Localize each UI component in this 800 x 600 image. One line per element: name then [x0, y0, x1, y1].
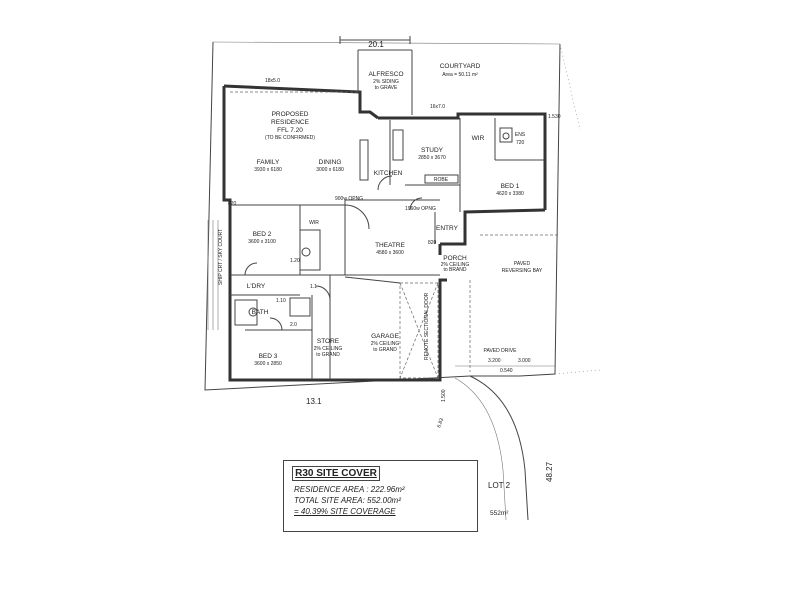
reversing-bay-line-2: REVERSING BAY	[502, 268, 543, 274]
top-dimension-label: 20.1	[368, 40, 384, 49]
family-label: FAMILY	[257, 159, 280, 166]
alfresco-note-1: 2% SIDING	[373, 79, 399, 85]
garage-note-1: 2% CEILING	[371, 341, 400, 347]
dim-d10: 1960w OPNG	[405, 206, 436, 212]
courtyard-label: COURTYARD	[440, 63, 481, 70]
study-size: 2850 x 3670	[418, 155, 446, 161]
store-label: STORE	[317, 338, 340, 345]
dining-label: DINING	[319, 159, 342, 166]
garage-door	[344, 276, 439, 379]
alfresco-area	[230, 36, 413, 115]
dim-d8: 1.500	[441, 389, 447, 402]
paved-drive-label: PAVED DRIVE	[484, 348, 518, 354]
garage-label: GARAGE	[371, 333, 399, 340]
garage-door-note: REMOTE SECTIONAL DOOR	[424, 292, 430, 360]
residence-line-1: PROPOSED	[272, 111, 309, 118]
reversing-bay-line-1: PAVED	[514, 261, 531, 267]
entry-label: ENTRY	[436, 225, 459, 232]
wir2-label: WIR	[309, 220, 319, 226]
study-label: STUDY	[421, 147, 444, 154]
total-site-area-text: TOTAL SITE AREA: 552.00m²	[294, 496, 401, 505]
bed3-size: 3600 x 2850	[254, 361, 282, 367]
dim-d2: 16x7.0	[430, 104, 445, 110]
dim-d15: 820	[428, 240, 437, 246]
bed2-label: BED 2	[253, 231, 272, 238]
theatre-size: 4580 x 3600	[376, 250, 404, 256]
dining-size: 3000 x 6180	[316, 167, 344, 173]
lot-area: 552m²	[490, 510, 509, 517]
alfresco-note-2: to GRAVE	[375, 85, 398, 91]
dim-d5: 3.000	[518, 358, 531, 364]
dim-d7: 6.83	[436, 417, 445, 428]
dim-d13: 2.0	[290, 322, 297, 328]
right-dimension-label: 48.27	[545, 461, 554, 482]
dim-d9: 900w OPNG	[335, 196, 363, 202]
dim-d3: 1.530	[548, 114, 561, 120]
robe-label: ROBE	[434, 177, 449, 183]
lot-boundary	[204, 41, 601, 521]
bath-label: BATH	[252, 309, 269, 316]
kitchen-label: KITCHEN	[374, 170, 403, 177]
dim-d14: 1.1	[310, 284, 317, 290]
residence-line-4: (TO BE CONFIRMED)	[265, 135, 315, 141]
bed2-size: 3600 x 3100	[248, 239, 276, 245]
porch-label: PORCH	[443, 255, 467, 262]
dim-d6: 0.540	[500, 368, 513, 374]
alfresco-label: ALFRESCO	[368, 71, 403, 78]
ens-label: ENS	[515, 132, 526, 138]
bed1-label: BED 1	[501, 183, 520, 190]
dim-d16: 720	[516, 140, 525, 146]
residence-area-text: RESIDENCE AREA : 222.96m²	[294, 485, 405, 494]
dim-d12: 1.10	[276, 298, 286, 304]
site-cover-title: R30 SITE COVER	[292, 466, 380, 481]
bottom-dimension-label: 13.1	[306, 397, 322, 406]
ldry-label: L'DRY	[247, 283, 266, 290]
building-walls	[222, 84, 547, 382]
store-note-1: 2% CEILING	[314, 346, 343, 352]
street-label: SHIP CRT / SKY COURT	[218, 229, 224, 285]
lot-label: LOT 2	[488, 481, 511, 490]
dim-d4: 3.200	[488, 358, 501, 364]
residence-line-2: RESIDENCE	[271, 119, 310, 126]
porch-note-2: to BRAND	[443, 267, 466, 273]
bed1-size: 4620 x 3380	[496, 191, 524, 197]
wir-label: WIR	[472, 135, 485, 142]
dim-d1: 18x5.0	[265, 78, 280, 84]
bed3-label: BED 3	[259, 353, 278, 360]
theatre-label: THEATRE	[375, 242, 406, 249]
dim-d17: 820	[228, 201, 237, 207]
store-note-2: to GRAND	[316, 352, 340, 358]
residence-line-3: FFL 7.20	[277, 127, 303, 134]
site-cover-box: R30 SITE COVER RESIDENCE AREA : 222.96m²…	[283, 460, 478, 532]
site-coverage-text: = 40.39% SITE COVERAGE	[294, 507, 396, 516]
dim-d11: 1.20	[290, 258, 300, 264]
interior-walls	[230, 118, 545, 380]
courtyard-area: Area = 50.11 m²	[442, 72, 478, 78]
porch-note-1: 2% CEILING	[441, 262, 470, 268]
family-size: 3930 x 6180	[254, 167, 282, 173]
garage-note-2: to GRAND	[373, 347, 397, 353]
